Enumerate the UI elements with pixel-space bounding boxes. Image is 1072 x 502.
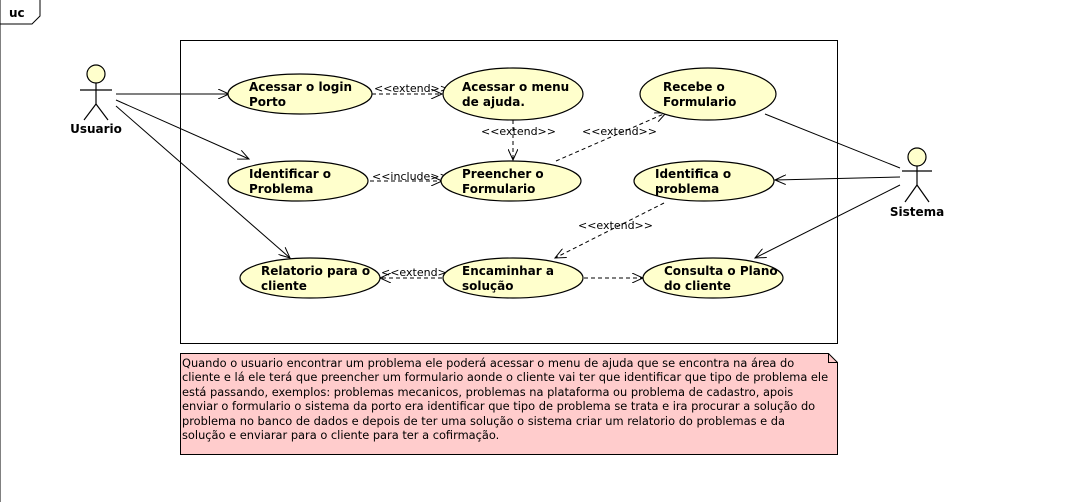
- use-case-line-1: Encaminhar a: [462, 264, 554, 278]
- frame-label: uc: [9, 6, 25, 20]
- use-case-line-1: Acessar o menu: [462, 80, 569, 94]
- actor-usuario[interactable]: [80, 64, 112, 121]
- label-extend-encaminhar-relatorio: <<extend>>: [381, 266, 456, 279]
- actor-leg-left: [83, 103, 97, 121]
- use-case-line-1: Acessar o login: [249, 80, 352, 94]
- use-case-line-1: Identifica o: [655, 167, 731, 181]
- note-corner: [828, 353, 838, 363]
- assoc-usuario-identificar: [115, 99, 249, 159]
- use-case-identificar-problema[interactable]: Identificar o Problema: [227, 160, 369, 202]
- assoc-usuario-relatorio: [115, 105, 290, 258]
- use-case-encaminhar-solucao[interactable]: Encaminhar a solução: [442, 257, 584, 299]
- frame-tab: uc: [0, 0, 41, 25]
- assoc-recebe-sistema: [764, 113, 901, 169]
- actor-usuario-label: Usuario: [70, 122, 122, 136]
- use-case-preencher-formulario[interactable]: Preencher o Formulario: [440, 160, 582, 202]
- actor-leg-right: [916, 184, 930, 203]
- actor-head: [86, 64, 106, 84]
- use-case-identifica-problema[interactable]: Identifica o problema: [633, 160, 775, 202]
- actor-sistema[interactable]: [902, 147, 932, 203]
- actor-head: [907, 147, 927, 167]
- actor-leg-right: [95, 103, 109, 121]
- use-case-recebe-formulario[interactable]: Recebe o Formulario: [639, 67, 777, 121]
- note[interactable]: [180, 353, 838, 455]
- label-extend-preencher-recebe: <<extend>>: [582, 125, 657, 138]
- use-case-relatorio-cliente[interactable]: Relatorio para o cliente: [239, 257, 381, 299]
- use-case-line-2: Formulario: [663, 95, 736, 109]
- use-case-line-1: Consulta o Plano: [664, 264, 778, 278]
- label-include: <<include>>: [372, 170, 449, 183]
- use-case-line-1: Preencher o: [462, 167, 544, 181]
- use-case-line-2: solução: [462, 279, 514, 293]
- note-text: Quando o usuario encontrar um problema e…: [182, 356, 829, 443]
- use-case-acessar-login[interactable]: Acessar o login Porto: [227, 73, 373, 115]
- label-extend-login-menu: <<extend>>: [374, 82, 449, 95]
- assoc-sistema-consulta: [755, 184, 901, 258]
- label-extend-menu-preencher: <<extend>>: [481, 125, 556, 138]
- use-case-line-2: de ajuda.: [462, 95, 525, 109]
- dep-preencher-recebe: [555, 113, 666, 162]
- use-case-line-2: problema: [655, 182, 719, 196]
- use-case-line-2: Problema: [249, 182, 313, 196]
- use-case-line-2: do cliente: [664, 279, 731, 293]
- assoc-sistema-identifica: [775, 177, 901, 180]
- use-case-consulta-plano[interactable]: Consulta o Plano do cliente: [642, 257, 784, 299]
- label-extend-identifica-encaminhar: <<extend>>: [578, 219, 653, 232]
- use-case-line-2: Porto: [249, 95, 286, 109]
- use-case-line-1: Recebe o: [663, 80, 725, 94]
- use-case-line-1: Identificar o: [249, 167, 331, 181]
- use-case-line-1: Relatorio para o: [261, 264, 370, 278]
- use-case-line-2: cliente: [261, 279, 307, 293]
- actor-leg-left: [904, 184, 918, 203]
- dep-identifica-encaminhar: [555, 202, 665, 258]
- use-case-line-2: Formulario: [462, 182, 535, 196]
- actor-sistema-label: Sistema: [890, 205, 944, 219]
- use-case-acessar-menu[interactable]: Acessar o menu de ajuda.: [442, 67, 584, 121]
